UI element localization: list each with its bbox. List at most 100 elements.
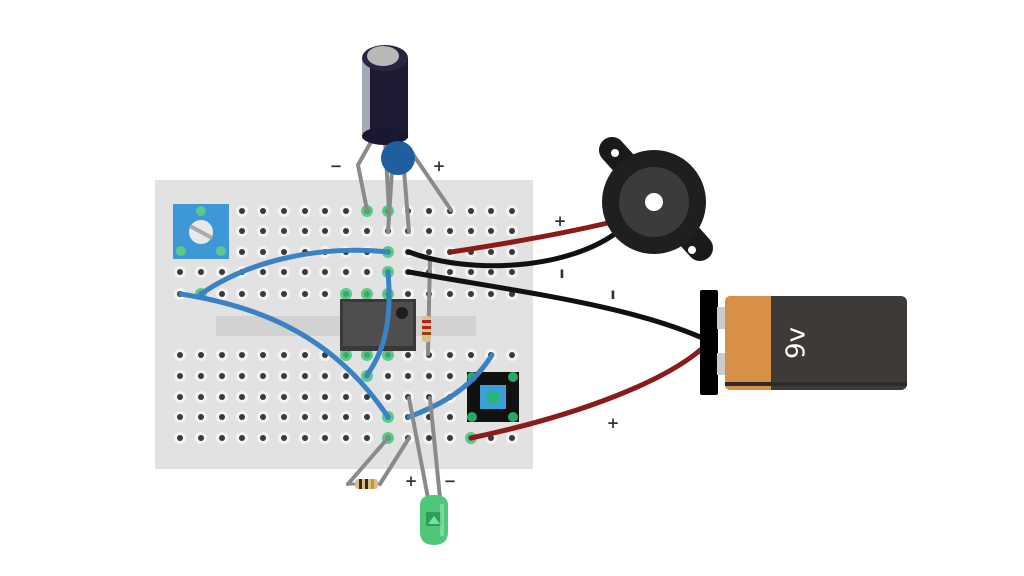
breadboard-hole-center	[239, 373, 245, 379]
breadboard-hole-center	[302, 291, 308, 297]
breadboard-hole-center	[177, 414, 183, 420]
breadboard-hole-center	[302, 414, 308, 420]
breadboard-hole-center	[385, 352, 391, 358]
battery-9v-icon: 9v	[700, 290, 907, 395]
breadboard-hole-center	[281, 414, 287, 420]
breadboard-hole-center	[177, 394, 183, 400]
breadboard-hole-center	[343, 435, 349, 441]
ceramic-capacitor-icon	[381, 141, 415, 175]
battery-wires	[406, 219, 710, 441]
blue-wire-2	[178, 291, 391, 420]
breadboard-hole-center	[302, 394, 308, 400]
breadboard-hole-center	[488, 208, 494, 214]
piezo-buzzer-icon	[599, 137, 713, 261]
breadboard-hole-center	[488, 228, 494, 234]
breadboard-hole-center	[385, 373, 391, 379]
breadboard-hole-center	[385, 394, 391, 400]
breadboard-hole-center	[281, 291, 287, 297]
breadboard-hole-center	[281, 394, 287, 400]
breadboard-hole-center	[343, 269, 349, 275]
breadboard-hole-center	[447, 228, 453, 234]
breadboard-hole-center	[322, 414, 328, 420]
breadboard-hole-center	[509, 435, 515, 441]
breadboard-hole-center	[509, 352, 515, 358]
breadboard-hole-center	[447, 269, 453, 275]
breadboard-hole-center	[426, 228, 432, 234]
breadboard-hole-center	[364, 352, 370, 358]
breadboard-holes	[174, 205, 518, 444]
trimmer-potentiometer-icon	[173, 204, 229, 259]
breadboard-hole-center	[177, 435, 183, 441]
breadboard-hole-center	[343, 414, 349, 420]
breadboard-hole-center	[343, 228, 349, 234]
breadboard-hole-center	[281, 373, 287, 379]
breadboard-hole-center	[322, 269, 328, 275]
breadboard-hole-center	[198, 435, 204, 441]
buzzer-minus-label: ı	[559, 264, 564, 282]
breadboard-hole-center	[260, 249, 266, 255]
breadboard-hole-center	[260, 228, 266, 234]
breadboard-hole-center	[219, 394, 225, 400]
breadboard-hole-center	[364, 435, 370, 441]
breadboard-hole-center	[239, 249, 245, 255]
led-icon	[420, 495, 448, 545]
breadboard-hole-center	[405, 291, 411, 297]
breadboard-hole-center	[322, 228, 328, 234]
breadboard-hole-center	[281, 435, 287, 441]
breadboard-hole-center	[198, 414, 204, 420]
breadboard-hole-center	[426, 208, 432, 214]
breadboard-hole-center	[509, 269, 515, 275]
breadboard-hole-center	[509, 208, 515, 214]
breadboard-hole-center	[281, 228, 287, 234]
breadboard-hole-center	[488, 249, 494, 255]
resistor-icon	[346, 479, 382, 489]
breadboard-hole-center	[302, 373, 308, 379]
breadboard-hole-center	[488, 269, 494, 275]
breadboard-hole-center	[239, 291, 245, 297]
breadboard-hole-center	[426, 373, 432, 379]
breadboard-hole-center	[302, 269, 308, 275]
breadboard-hole-center	[322, 291, 328, 297]
cap-plus-label: +	[433, 157, 446, 175]
breadboard-hole-center	[260, 269, 266, 275]
breadboard-hole-center	[302, 352, 308, 358]
breadboard	[155, 180, 533, 469]
breadboard-hole-center	[468, 269, 474, 275]
black-wire-battery	[406, 269, 710, 343]
breadboard-hole-center	[219, 414, 225, 420]
battery-minus-label: ı	[610, 285, 615, 303]
breadboard-hole-center	[239, 394, 245, 400]
breadboard-hole-center	[426, 249, 432, 255]
breadboard-hole-center	[364, 269, 370, 275]
breadboard-hole-center	[239, 435, 245, 441]
breadboard-hole-center	[219, 435, 225, 441]
breadboard-hole-center	[468, 352, 474, 358]
breadboard-hole-center	[447, 414, 453, 420]
electrolytic-capacitor-icon	[362, 45, 408, 145]
breadboard-hole-center	[322, 394, 328, 400]
blue-wire-4	[406, 352, 495, 420]
breadboard-hole-center	[364, 394, 370, 400]
breadboard-hole-center	[322, 208, 328, 214]
breadboard-hole-center	[509, 228, 515, 234]
breadboard-hole-center	[302, 435, 308, 441]
breadboard-hole-center	[198, 269, 204, 275]
breadboard-hole-center	[239, 352, 245, 358]
breadboard-hole-center	[281, 208, 287, 214]
breadboard-hole-center	[239, 414, 245, 420]
breadboard-hole-center	[198, 394, 204, 400]
buzzer-plus-label: +	[554, 212, 567, 230]
battery-plus-label: +	[607, 414, 620, 432]
resistor-icon	[422, 316, 431, 342]
breadboard-hole-center	[447, 435, 453, 441]
breadboard-hole-center	[364, 414, 370, 420]
breadboard-hole-center	[343, 394, 349, 400]
cap-minus-label: −	[330, 157, 343, 175]
breadboard-hole-center	[239, 208, 245, 214]
breadboard-hole-center	[302, 208, 308, 214]
breadboard-hole-center	[447, 291, 453, 297]
breadboard-hole-center	[260, 394, 266, 400]
breadboard-hole-center	[364, 228, 370, 234]
breadboard-hole-center	[219, 291, 225, 297]
